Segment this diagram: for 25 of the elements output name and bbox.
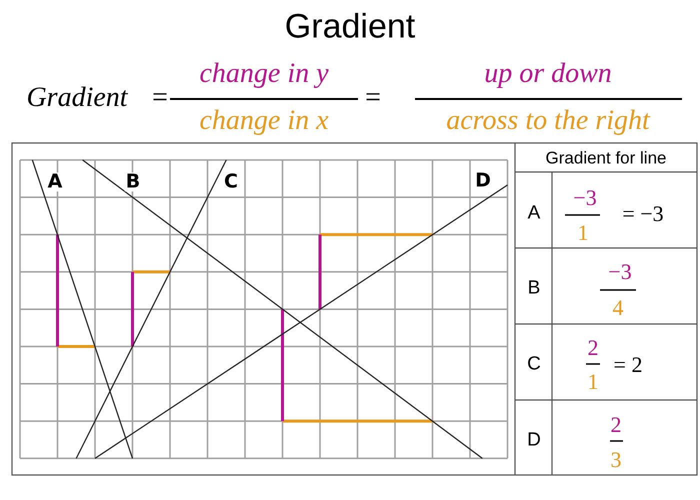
fraction-denominator: 1 xyxy=(578,222,588,244)
formula-denominator: across to the right xyxy=(446,107,650,135)
fraction-denominator: 3 xyxy=(610,449,622,471)
equals-sign: = xyxy=(152,84,168,112)
table-header: Gradient for line xyxy=(546,150,666,166)
fraction-numerator: 2 xyxy=(588,337,598,359)
row-label: A xyxy=(528,204,540,222)
fraction-result: = −3 xyxy=(622,203,664,225)
fraction-numerator: 2 xyxy=(610,414,622,436)
formula-denominator: change in x xyxy=(199,107,329,135)
line-label: B xyxy=(124,172,142,192)
fraction-numerator: −3 xyxy=(573,187,597,209)
line-label: A xyxy=(46,172,64,192)
title: Gradient xyxy=(284,8,416,46)
fraction-denominator: 4 xyxy=(612,297,624,319)
row-label: B xyxy=(528,278,540,298)
fraction-numerator: −3 xyxy=(608,261,632,283)
formula-numerator: up or down xyxy=(484,60,612,88)
fraction-result: = 2 xyxy=(614,354,642,376)
row-label: C xyxy=(527,354,541,374)
fraction-denominator: 1 xyxy=(588,371,598,393)
formula-text: Gradient xyxy=(26,84,128,112)
row-label: D xyxy=(527,430,541,450)
formula-numerator: change in y xyxy=(199,60,329,88)
equals-sign: = xyxy=(365,84,381,112)
